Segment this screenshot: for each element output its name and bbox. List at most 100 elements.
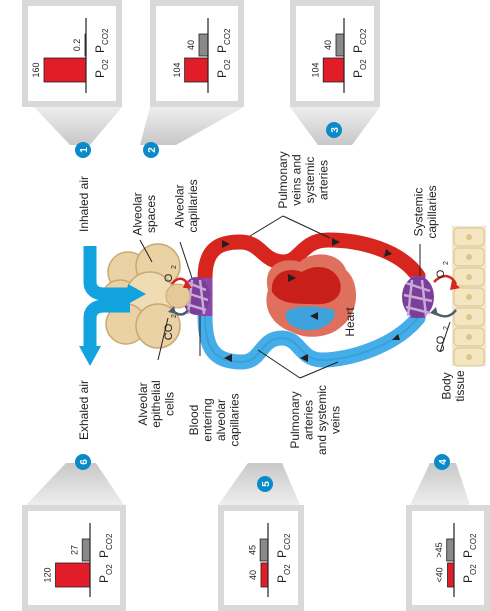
step-4-marker: 4 [434, 454, 450, 470]
alveolar-epithelial-label-line: cells [163, 392, 177, 416]
systemic-capillaries-label-line: Systemic [411, 188, 425, 237]
step-number: 4 [438, 459, 449, 465]
callout-funnel-2 [140, 107, 244, 145]
step-circle [75, 454, 91, 470]
tissue-nucleus [466, 354, 472, 360]
panel-inner [296, 6, 374, 101]
axis-p: P [93, 70, 107, 78]
po2-axis-label: PO2 [351, 59, 368, 78]
systemic-o2-label-text: O [435, 269, 447, 278]
alveolar-o2-label-text: O [163, 273, 175, 282]
axis-p: P [215, 45, 229, 53]
systemic-co2-label-text: CO [435, 335, 447, 352]
alveolar-spaces-label-line: Alveolar [130, 192, 144, 235]
pco2-value-line: 0.2 [72, 39, 82, 52]
axis-p: P [93, 45, 107, 53]
po2-value-line: 104 [172, 62, 182, 77]
systemic-o2-label: O2 [435, 261, 450, 278]
pulmonary-veins-label-line: veins and [289, 154, 303, 205]
leader-lines [139, 215, 451, 379]
blood-entering-label-line: capillaries [227, 393, 241, 446]
alveolar-co2-label-sub: 2 [171, 314, 178, 318]
alveolar-capillaries-label-line: Alveolar [172, 184, 186, 227]
po2-value: 40 [248, 570, 258, 580]
pco2-value-line: 27 [69, 545, 79, 555]
heart [266, 254, 357, 337]
callout-funnel-4 [410, 463, 470, 505]
pco2-value: 45 [247, 545, 257, 555]
axis-sub: CO2 [223, 28, 232, 45]
axis-sub: CO2 [101, 28, 110, 45]
tissue-nucleus [466, 294, 472, 300]
step-2-marker: 2 [143, 142, 159, 158]
axis-sub: O2 [223, 59, 232, 70]
panel-inner [28, 6, 116, 101]
axis-sub: CO2 [105, 533, 114, 550]
po2-bar [260, 562, 269, 588]
po2-axis-label: PO2 [93, 59, 110, 78]
axis-sub: O2 [105, 564, 114, 575]
tissue-nucleus [466, 314, 472, 320]
po2-value-line: 40 [248, 570, 258, 580]
pulmonary-arteries-label-line: and systemic [315, 385, 329, 455]
step-number: 5 [261, 481, 272, 487]
tissue-nucleus [466, 274, 472, 280]
body-tissue-cells [452, 226, 486, 367]
pco2-bar [335, 33, 345, 57]
blood-entering-label-line: Blood [187, 405, 201, 436]
pco2-bar [446, 538, 455, 562]
axis-p: P [461, 575, 475, 583]
po2-value-line: <40 [435, 567, 445, 582]
axis-p: P [351, 45, 365, 53]
alveolar-epithelial-label-line: Alveolar [136, 382, 150, 425]
axis-sub: O2 [101, 59, 110, 70]
pco2-value: 40 [323, 40, 333, 50]
pulmonary-arteries-label-line: Pulmonary [288, 391, 302, 448]
step-5-marker: 5 [257, 476, 273, 492]
heart-label-line: Heart [343, 307, 357, 337]
systemic-o2-arrow [433, 274, 458, 285]
po2-value-line: 160 [31, 62, 41, 77]
body-tissue-label-line: Body [439, 372, 453, 399]
axis-p: P [97, 575, 111, 583]
axis-p: P [461, 550, 475, 558]
panel-inner [28, 511, 120, 605]
po2-value: 104 [172, 62, 182, 77]
pulmonary-veins-label-line: systemic [303, 157, 317, 204]
step-circle [434, 454, 450, 470]
axis-p: P [215, 70, 229, 78]
alveolar-co2-label-text: CO [163, 323, 175, 340]
exhaled-air-label-line: Exhaled air [77, 380, 91, 440]
step-circle [257, 476, 273, 492]
pco2-bar [81, 538, 91, 562]
pco2-value-line: >45 [434, 542, 444, 557]
systemic-capillary-network [402, 276, 434, 318]
step-circle [75, 142, 91, 158]
systemic-capillaries-label-line: capillaries [425, 185, 439, 238]
axis-sub: CO2 [283, 533, 292, 550]
axis-sub: CO2 [469, 533, 478, 550]
axis-sub: O2 [359, 59, 368, 70]
callout-funnel-6 [26, 463, 124, 505]
systemic-o2-label-sub: 2 [443, 261, 450, 265]
po2-bar [184, 57, 209, 83]
pulmonary-veins-label-line: Pulmonary [276, 151, 290, 208]
deoxygenated-vessel-loop [197, 308, 426, 370]
alveolar-o2-label-sub: 2 [171, 265, 178, 269]
step-circle [326, 122, 342, 138]
po2-value: 160 [31, 62, 41, 77]
step-circle [143, 142, 159, 158]
